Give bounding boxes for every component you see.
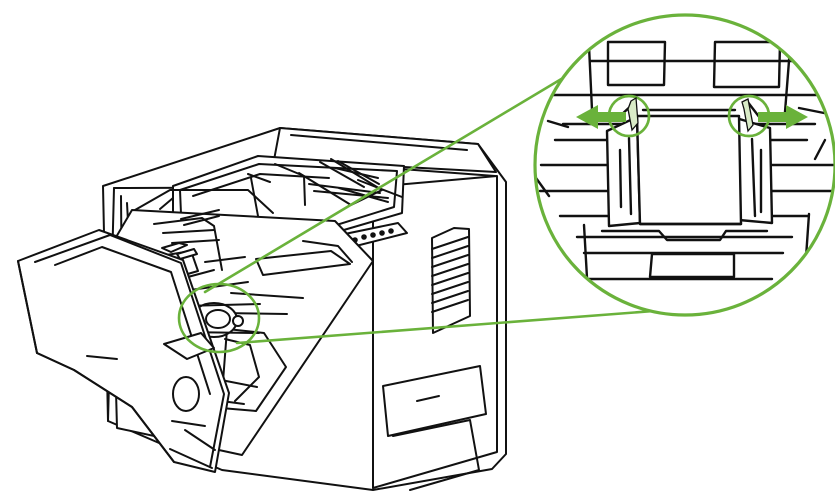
left-release-tab [627, 96, 639, 132]
magnified-inset [533, 13, 835, 317]
callout-connector [177, 76, 656, 354]
magnified-frame [533, 13, 835, 317]
left-arrow-icon [576, 105, 626, 129]
right-release-tab [741, 98, 754, 133]
callout-source-circle [177, 282, 261, 354]
inset-left-roller [605, 115, 642, 228]
side-vent [431, 227, 471, 334]
printer-body [17, 127, 507, 491]
front-door [17, 229, 230, 473]
inset-feed-roller [635, 114, 743, 226]
right-arrow-icon [758, 105, 808, 129]
